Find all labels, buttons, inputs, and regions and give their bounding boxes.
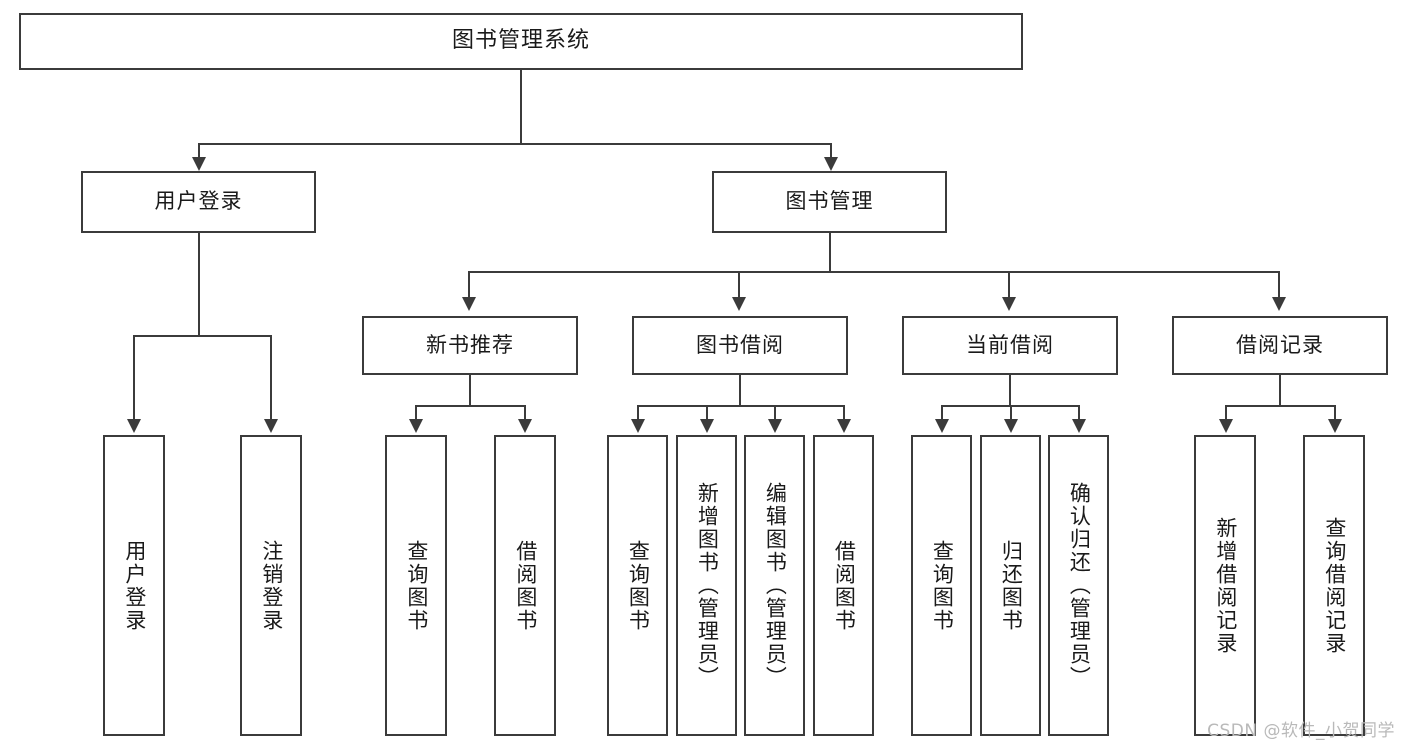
connector-br-bus [1225,405,1336,407]
leaf-label: 查询图书 [404,539,429,632]
connector-root-stem [520,70,522,143]
arrow-to-leaf-user-login [127,419,141,433]
connector-br-drop-2 [1334,405,1336,421]
node-current-borrow[interactable]: 当前借阅 [902,316,1118,375]
node-label: 新书推荐 [426,332,514,357]
leaf-label: 用户登录 [122,539,147,632]
leaf-cb-confirm-return-admin[interactable]: 确认归还（管理员） [1048,435,1109,736]
leaf-label: 确认归还（管理员） [1067,482,1092,689]
connector-root-drop-1 [198,143,200,159]
connector-user-login-drop-1 [133,335,135,421]
leaf-label: 编辑图书（管理员） [763,482,788,689]
leaf-label: 查询图书 [930,539,955,632]
connector-bb-drop-1 [637,405,639,421]
connector-cb-drop-1 [941,405,943,421]
connector-br-stem [1279,375,1281,405]
node-user-login[interactable]: 用户登录 [81,171,316,233]
arrow-to-leaf-logout [264,419,278,433]
connector-user-login-drop-2 [270,335,272,421]
connector-user-login-bus [133,335,272,337]
arrow-cb-leaf-2 [1004,419,1018,433]
node-borrow-record[interactable]: 借阅记录 [1172,316,1388,375]
node-label: 当前借阅 [966,332,1054,357]
arrow-bb-leaf-2 [700,419,714,433]
connector-bb-drop-4 [843,405,845,421]
connector-cb-drop-2 [1010,405,1012,421]
connector-cb-stem [1009,375,1011,405]
watermark: CSDN @软件_小贺同学 [1207,721,1395,741]
leaf-label: 查询借阅记录 [1322,516,1347,655]
connector-bb-drop-2 [706,405,708,421]
connector-bm-drop-1 [468,271,470,298]
arrow-to-current-borrow [1002,297,1016,311]
connector-book-management-bus [468,271,1280,273]
arrow-to-borrow-record [1272,297,1286,311]
arrow-nbr-leaf-2 [518,419,532,433]
connector-bm-drop-2 [738,271,740,298]
node-label: 图书借阅 [696,332,784,357]
connector-root-bus [198,143,831,145]
connector-bm-drop-4 [1278,271,1280,298]
node-label: 图书管理 [785,189,874,214]
leaf-label: 注销登录 [259,539,284,632]
connector-user-login-stem [198,233,200,335]
connector-nbr-stem [469,375,471,405]
leaf-label: 查询图书 [626,539,651,632]
leaf-label: 新增图书（管理员） [695,482,720,689]
arrow-br-leaf-2 [1328,419,1342,433]
node-new-book-recommend[interactable]: 新书推荐 [362,316,578,375]
leaf-br-add-record[interactable]: 新增借阅记录 [1194,435,1256,736]
leaf-label: 归还图书 [999,539,1024,632]
leaf-cb-query-book[interactable]: 查询图书 [911,435,972,736]
leaf-logout[interactable]: 注销登录 [240,435,302,736]
arrow-br-leaf-1 [1219,419,1233,433]
leaf-cb-return-book[interactable]: 归还图书 [980,435,1041,736]
connector-nbr-drop-1 [415,405,417,421]
leaf-bb-edit-book-admin[interactable]: 编辑图书（管理员） [744,435,805,736]
connector-bb-stem [739,375,741,405]
node-label: 借阅记录 [1236,332,1324,357]
leaf-bb-query-book[interactable]: 查询图书 [607,435,668,736]
arrow-bb-leaf-4 [837,419,851,433]
leaf-nbr-borrow-book[interactable]: 借阅图书 [494,435,556,736]
node-label: 图书管理系统 [451,28,590,54]
connector-br-drop-1 [1225,405,1227,421]
arrow-to-book-borrow [732,297,746,311]
leaf-br-query-record[interactable]: 查询借阅记录 [1303,435,1365,736]
arrow-cb-leaf-1 [935,419,949,433]
leaf-user-login[interactable]: 用户登录 [103,435,165,736]
arrow-root-to-user-login [192,157,206,171]
leaf-label: 借阅图书 [832,539,857,632]
arrow-bb-leaf-1 [631,419,645,433]
node-label: 用户登录 [154,189,243,214]
node-root-book-management-system[interactable]: 图书管理系统 [19,13,1023,70]
connector-root-drop-2 [830,143,832,159]
arrow-to-new-book-recommend [462,297,476,311]
connector-bb-bus [637,405,845,407]
leaf-bb-add-book-admin[interactable]: 新增图书（管理员） [676,435,737,736]
connector-book-management-stem [829,233,831,271]
connector-cb-drop-3 [1078,405,1080,421]
connector-bm-drop-3 [1008,271,1010,298]
connector-nbr-bus [415,405,526,407]
arrow-nbr-leaf-1 [409,419,423,433]
arrow-bb-leaf-3 [768,419,782,433]
arrow-root-to-book-management [824,157,838,171]
leaf-nbr-query-book[interactable]: 查询图书 [385,435,447,736]
node-book-management[interactable]: 图书管理 [712,171,947,233]
node-book-borrow[interactable]: 图书借阅 [632,316,848,375]
leaf-bb-borrow-book[interactable]: 借阅图书 [813,435,874,736]
leaf-label: 借阅图书 [513,539,538,632]
arrow-cb-leaf-3 [1072,419,1086,433]
leaf-label: 新增借阅记录 [1213,516,1238,655]
connector-bb-drop-3 [774,405,776,421]
connector-nbr-drop-2 [524,405,526,421]
